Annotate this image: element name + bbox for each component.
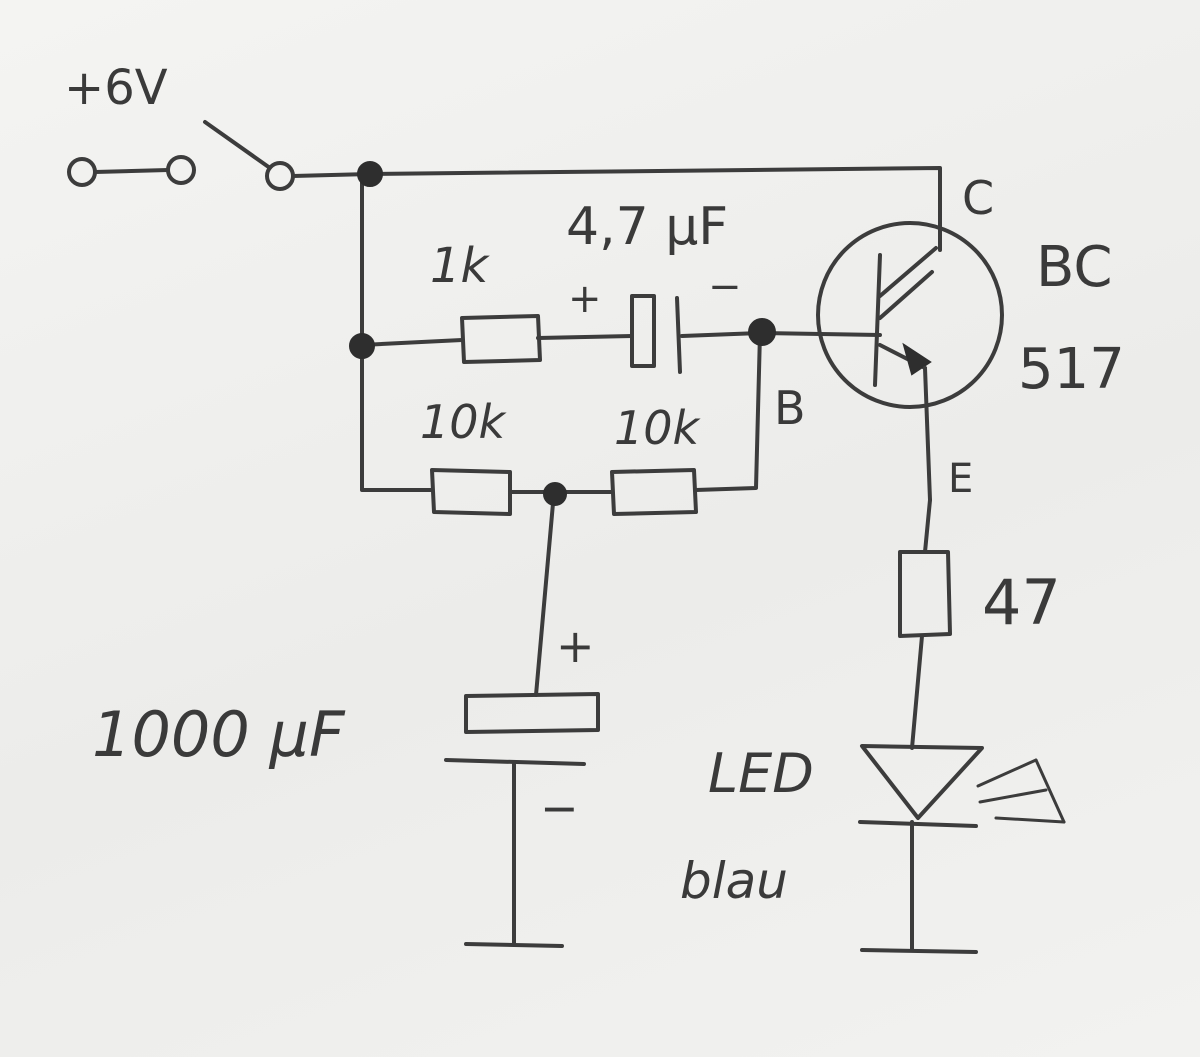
transistor-bc517	[816, 221, 1004, 502]
wire-1k-branch	[360, 331, 882, 347]
supply-label: +6V	[64, 60, 168, 116]
resistor-47	[898, 498, 952, 750]
junction-dot-left	[349, 333, 375, 359]
transistor-type-line1: BC	[1036, 235, 1113, 300]
resistor-10k-left	[430, 468, 512, 516]
capacitor-4u7-minus: −	[708, 264, 742, 310]
capacitor-1000u-plus: +	[556, 619, 595, 673]
transistor-emitter-label: E	[948, 456, 973, 502]
capacitor-1000u-label: 1000 µF	[92, 698, 346, 771]
junction-dot-divider	[543, 482, 567, 506]
resistor-10k-right	[610, 468, 698, 516]
transistor-base-label: B	[774, 381, 806, 435]
junction-dot-top	[357, 161, 383, 187]
capacitor-4u7	[630, 294, 682, 374]
capacitor-1000u	[444, 692, 600, 948]
resistor-10k-left-label: 10k	[420, 395, 508, 449]
resistor-1k-label: 1k	[430, 238, 491, 294]
junction-dot-base	[748, 318, 776, 346]
resistor-10k-right-label: 10k	[614, 401, 702, 455]
resistor-1k	[460, 314, 542, 364]
wire-top-rail	[291, 166, 942, 252]
capacitor-4u7-plus: +	[568, 276, 602, 322]
wire-left-rail	[360, 174, 434, 492]
transistor-type-line2: 517	[1018, 337, 1125, 402]
resistor-47-label: 47	[982, 566, 1061, 639]
led-light-rays	[976, 758, 1066, 824]
power-switch	[203, 120, 295, 191]
transistor-collector-label: C	[962, 171, 994, 225]
led-diode	[858, 744, 984, 954]
led-label-line2: blau	[680, 852, 788, 910]
capacitor-1000u-minus: −	[540, 781, 579, 835]
wire-to-large-capacitor	[534, 490, 556, 697]
led-label-line1: LED	[708, 742, 814, 805]
supply-terminal	[67, 155, 196, 187]
capacitor-4u7-label: 4,7 µF	[566, 197, 728, 257]
wire-base-divider	[694, 331, 762, 492]
